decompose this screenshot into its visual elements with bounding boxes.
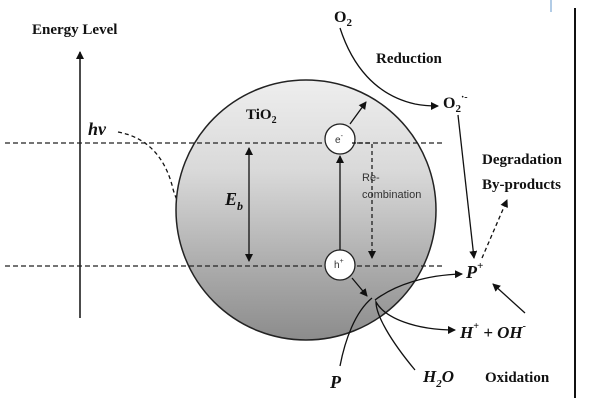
degradation-label-2: By-products — [482, 177, 561, 193]
recombination-label-1: Re- — [362, 172, 380, 184]
electron-label: e- — [335, 133, 344, 146]
superoxide-to-pplus-arrow — [457, 114, 478, 259]
recombination-label-2: combination — [362, 189, 421, 201]
superoxide-label: O2·- — [443, 92, 468, 115]
hole-label: h+ — [334, 258, 344, 271]
water-to-hydroxyl-curve — [375, 299, 456, 371]
h2o-label: H2O — [422, 367, 454, 390]
energy-level-label: Energy Level — [32, 22, 117, 38]
eb-label: Eb — [224, 189, 243, 213]
degradation-arrow — [481, 199, 508, 259]
o2-label: O2 — [334, 9, 352, 29]
oxidation-label: Oxidation — [485, 370, 550, 386]
electron-transfer-arrow — [349, 101, 367, 125]
reduction-curve — [339, 27, 439, 110]
tio2-label: TiO2 — [246, 107, 277, 126]
electron-circle — [324, 123, 356, 155]
p-to-surface-curve — [339, 297, 373, 367]
tio2-particle — [175, 79, 437, 341]
h-oh-label: H+ + OH- — [459, 321, 526, 342]
reduction-label: Reduction — [376, 51, 442, 67]
hv-label: hv — [88, 119, 107, 139]
hydroxyl-to-pplus-arrow — [492, 283, 526, 314]
light-arrow — [117, 131, 241, 249]
hole-circle — [324, 249, 356, 281]
p-label: P — [329, 372, 342, 392]
degradation-label-1: Degradation — [482, 152, 563, 168]
p-plus-label: P+ — [465, 260, 483, 282]
oxidation-to-pplus-curve — [374, 270, 463, 301]
hole-transfer-arrow — [351, 277, 368, 297]
